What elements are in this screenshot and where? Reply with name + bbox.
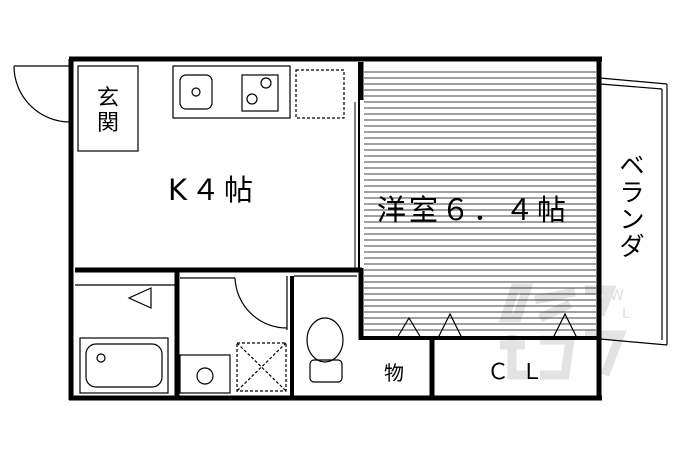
watermark-text-2: L: [622, 306, 630, 322]
genkan-box: [77, 65, 139, 152]
kitchen-counter: [172, 65, 345, 119]
veranda-label: ベランダ: [619, 151, 645, 261]
outer-walls: [68, 56, 602, 401]
veranda-outline: [599, 77, 668, 346]
partition-walls: [75, 62, 364, 340]
watermark-text: W: [610, 288, 624, 304]
storage-label: 物: [384, 361, 404, 385]
entrance-door: [13, 65, 71, 123]
washroom: [179, 276, 288, 394]
closet-label: ＣＬ: [487, 360, 556, 385]
storage-walls: [361, 312, 599, 398]
bathroom: [75, 270, 180, 398]
kitchen-label: K４帖: [168, 173, 258, 207]
flooring-lines: [364, 71, 596, 331]
genkan-label: 玄関: [96, 86, 119, 136]
toilet: [290, 275, 357, 398]
western-room-label: 洋室６．４帖: [377, 193, 570, 227]
